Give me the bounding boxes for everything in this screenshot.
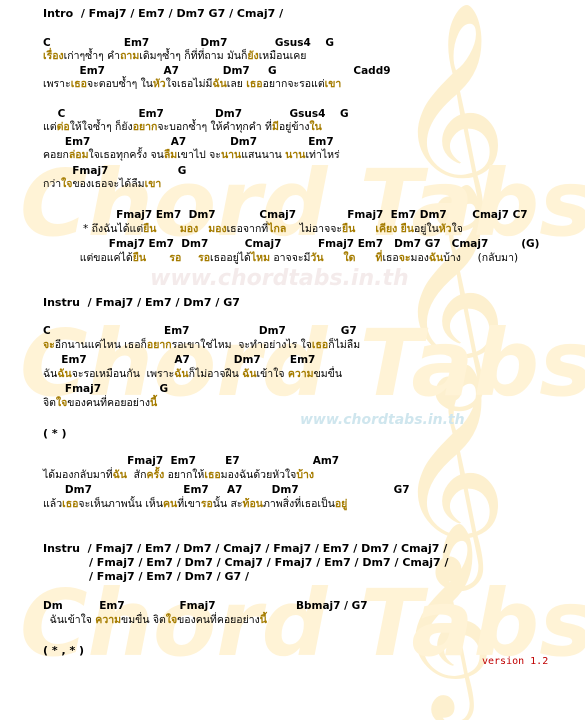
instru-line: Instru / Fmaj7 / Em7 / Dm7 / G7 bbox=[43, 296, 240, 309]
lyric-line: เพราะเธอจะตอบซ้ำๆ ในหัวใจเธอไม่มีฉันเลย … bbox=[43, 78, 342, 90]
chord-line: Fmaj7 Em7 Dm7 Cmaj7 Fmaj7 Em7 Dm7 G7 Cma… bbox=[43, 238, 540, 250]
intro-line: Intro / Fmaj7 / Em7 / Dm7 G7 / Cmaj7 / bbox=[43, 7, 284, 20]
chord-line: Dm Em7 Fmaj7 Bbmaj7 / G7 bbox=[43, 600, 368, 612]
treble-clef-watermark-icon: 𝄞 bbox=[395, 0, 508, 221]
chord-line: Fmaj7 Em7 E7 Am7 bbox=[43, 455, 340, 467]
chord-line: C Em7 Dm7 Gsus4 G bbox=[43, 108, 349, 120]
instru-line: / Fmaj7 / Em7 / Dm7 / G7 / bbox=[43, 570, 250, 583]
chord-line: Fmaj7 G bbox=[43, 383, 169, 395]
chord-line: Em7 A7 Dm7 Em7 bbox=[43, 354, 316, 366]
chord-line: Em7 A7 Dm7 Em7 bbox=[43, 136, 334, 148]
lyric-line: แต่ต่อให้ใจซ้ำๆ ก็ยังอยากจะบอกซ้ำๆ ให้คำ… bbox=[43, 121, 322, 133]
lyric-line: จิตใจของคนที่คอยอย่างนี้ bbox=[43, 397, 158, 409]
instru-line: / Fmaj7 / Em7 / Dm7 / Cmaj7 / Fmaj7 / Em… bbox=[43, 556, 449, 569]
lyric-line: เรื่องเก่าๆซ้ำๆ คำถามเดิมๆซ้ำๆ ก็ที่ที่ถ… bbox=[43, 50, 307, 62]
chord-line: Fmaj7 Em7 Dm7 Cmaj7 Fmaj7 Em7 Dm7 Cmaj7 … bbox=[43, 209, 528, 221]
chord-line: Em7 A7 Dm7 G Cadd9 bbox=[43, 65, 391, 77]
chord-line: C Em7 Dm7 G7 bbox=[43, 325, 357, 337]
lyric-line: กว่าใจของเธอจะได้ลืมเขา bbox=[43, 178, 162, 190]
watermark-url: www.chordtabs.in.th bbox=[150, 266, 409, 291]
chord-line: C Em7 Dm7 Gsus4 G bbox=[43, 37, 335, 49]
chord-line: Dm7 Em7 A7 Dm7 G7 bbox=[43, 484, 410, 496]
lyric-line: ฉันฉันจะรอเหมือนกัน เพราะฉันก็ไม่อาจฝืน … bbox=[43, 368, 343, 380]
lyric-line: แล้วเธอจะเห็นภาพนั้น เห็นคนที่เขารอนั้น … bbox=[43, 498, 348, 510]
watermark-url: www.chordtabs.in.th bbox=[300, 412, 465, 428]
instru-line: Instru / Fmaj7 / Em7 / Dm7 / Cmaj7 / Fma… bbox=[43, 542, 448, 555]
chorus-reference: ( * , * ) bbox=[43, 644, 85, 657]
lyric-line: จะอีกนานแค่ไหน เธอก็อยากรอเขาใช่ไหม จะทำ… bbox=[43, 339, 361, 351]
version-label: version 1.2 bbox=[482, 656, 549, 667]
lyric-line: แต่ขอแค่ได้ยืน รอ รอเธออยู่ได้ไหม อาจจะม… bbox=[43, 252, 519, 264]
chorus-reference: ( * ) bbox=[43, 427, 67, 440]
lyric-line: ได้มองกลับมาที่ฉัน สักครั้ง อยากให้เธอมอ… bbox=[43, 469, 315, 481]
lyric-line: * ถึงฉันได้แต่ยืน มอง มองเธอจากที่ไกล ไม… bbox=[43, 223, 463, 235]
chord-line: Fmaj7 G bbox=[43, 165, 187, 177]
lyric-line: ฉันเข้าใจ ความขมขื่น จิตใจของคนที่คอยอย่… bbox=[43, 614, 267, 626]
lyric-line: คอยกล่อมใจเธอทุกครั้ง จนลืมเขาไป จะนานแส… bbox=[43, 149, 340, 161]
